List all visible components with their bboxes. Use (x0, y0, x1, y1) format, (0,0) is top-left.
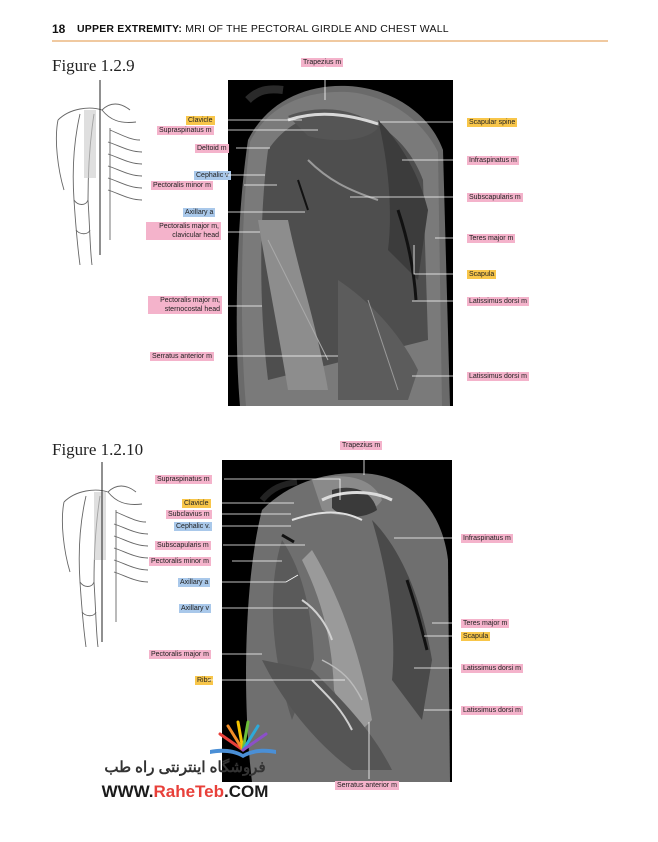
fig2-label-serratus-anterior: Serratus anterior m (335, 781, 399, 790)
figure-1-orientation-sketch (55, 80, 143, 266)
fig1-label-pect-major-sternocostal: Pectoralis major m, sternocostal head (148, 296, 222, 314)
fig2-label-infraspinatus: Infraspinatus m (461, 534, 513, 543)
fig1-label-latissimus-2: Latissimus dorsi m (467, 372, 529, 381)
fig1-label-latissimus-1: Latissimus dorsi m (467, 297, 529, 306)
figure-2-title: Figure 1.2.10 (52, 440, 144, 459)
fig2-label-supraspinatus: Supraspinatus m (155, 475, 212, 484)
figure-1-mri-image (228, 80, 453, 406)
fig2-label-scapula: Scapula (461, 632, 491, 641)
fig1-label-scapula: Scapula (467, 270, 497, 279)
fig1-label-supraspinatus: Supraspinatus m (157, 126, 214, 135)
running-title-rest: MRI OF THE PECTORAL GIRDLE AND CHEST WAL… (182, 23, 449, 35)
book-logo-icon (210, 720, 276, 758)
fig1-label-clavicle: Clavicle (186, 116, 215, 125)
fig1-label-serratus-anterior: Serratus anterior m (150, 352, 214, 361)
fig2-label-clavicle: Clavicle (182, 499, 211, 508)
fig2-label-latissimus-2: Latissimus dorsi m (461, 706, 523, 715)
fig2-label-subscapularis: Subscapularis m (155, 541, 211, 550)
fig1-label-infraspinatus: Infraspinatus m (467, 156, 519, 165)
running-title-bold: UPPER EXTREMITY: (77, 23, 183, 35)
fig2-label-pectoralis-minor: Pectoralis minor m (149, 557, 211, 566)
fig1-label-trapezius: Trapezius m (301, 58, 344, 67)
fig1-label-teres-major: Teres major m (467, 234, 516, 243)
fig1-label-scapular-spine: Scapular spine (467, 118, 518, 127)
figure-2-orientation-sketch (61, 462, 149, 648)
fig2-label-trapezius: Trapezius m (340, 441, 383, 450)
running-title: UPPER EXTREMITY: MRI OF THE PECTORAL GIR… (77, 23, 449, 35)
fig2-label-cephalic-vein: Cephalic v. (174, 522, 213, 531)
page-header: 18 UPPER EXTREMITY: MRI OF THE PECTORAL … (52, 20, 608, 42)
fig1-label-axillary-artery: Axillary a (183, 208, 216, 217)
fig2-label-axillary-artery: Axillary a (178, 578, 211, 587)
figure-1-title: Figure 1.2.9 (52, 56, 135, 75)
fig2-label-subclavius: Subclavius m (166, 510, 212, 519)
page-number: 18 (52, 22, 66, 36)
fig2-label-teres-major: Teres major m (461, 619, 510, 628)
fig1-label-deltoid: Deltoid m (195, 144, 229, 153)
fig1-label-pect-major-clavicular: Pectoralis major m, clavicular head (146, 222, 221, 240)
fig1-label-subscapularis: Subscapularis m (467, 193, 523, 202)
watermark: فروشگاه اینترنتی راه طب WWW.RaheTeb.COM (80, 720, 290, 805)
watermark-url: WWW.RaheTeb.COM (80, 782, 290, 802)
fig2-label-pectoralis-major: Pectoralis major m (149, 650, 211, 659)
watermark-url-suffix: .COM (224, 782, 269, 801)
fig2-label-latissimus-1: Latissimus dorsi m (461, 664, 523, 673)
watermark-url-brand: RaheTeb (153, 782, 225, 801)
watermark-url-prefix: WWW. (101, 782, 154, 801)
fig1-label-pectoralis-minor: Pectoralis minor m (151, 181, 213, 190)
fig2-label-ribs: Ribs (195, 676, 214, 685)
watermark-persian-text: فروشگاه اینترنتی راه طب (104, 759, 266, 776)
fig2-label-axillary-vein: Axillary v (179, 604, 212, 613)
fig1-label-cephalic-vein: Cephalic v (194, 171, 231, 180)
